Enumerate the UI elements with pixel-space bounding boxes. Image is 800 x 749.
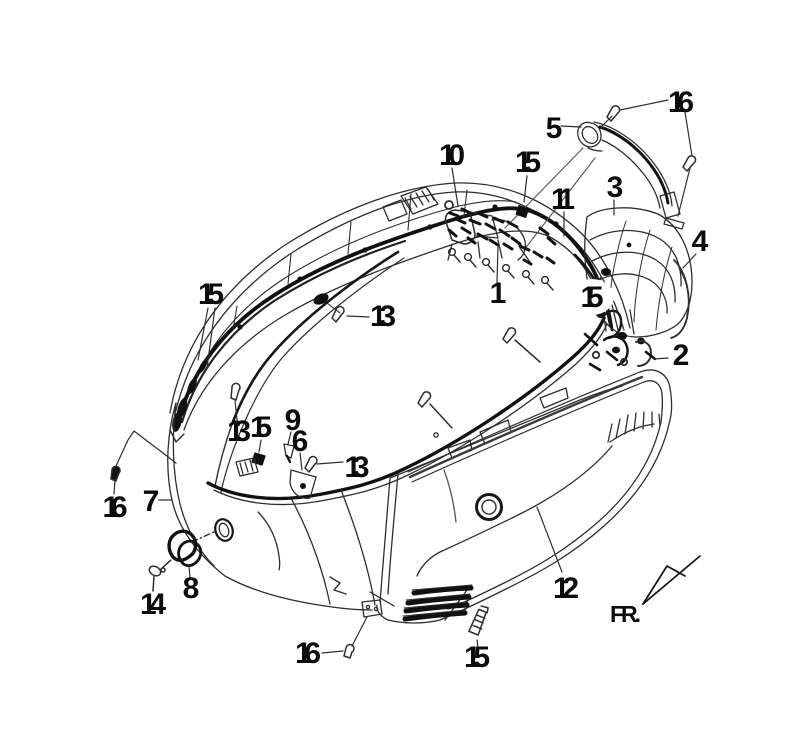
svg-text:8: 8	[183, 572, 200, 605]
svg-text:13: 13	[345, 451, 370, 484]
svg-text:5: 5	[546, 112, 563, 145]
svg-text:15: 15	[250, 411, 272, 444]
svg-text:3: 3	[607, 171, 624, 204]
svg-text:4: 4	[692, 225, 709, 258]
svg-text:13: 13	[227, 415, 251, 448]
svg-text:15: 15	[198, 278, 224, 311]
svg-text:15: 15	[464, 641, 490, 674]
svg-text:16: 16	[295, 637, 321, 670]
svg-text:9: 9	[285, 404, 302, 437]
svg-text:10: 10	[439, 139, 465, 172]
svg-text:2: 2	[673, 339, 690, 372]
svg-text:7: 7	[143, 485, 160, 518]
svg-text:14: 14	[140, 588, 166, 621]
svg-text:15: 15	[581, 281, 604, 314]
svg-text:16: 16	[103, 491, 128, 524]
svg-text:11: 11	[551, 183, 575, 216]
svg-text:6: 6	[292, 425, 309, 458]
svg-text:12: 12	[553, 572, 579, 605]
svg-text:15: 15	[515, 146, 541, 179]
svg-text:13: 13	[370, 300, 396, 333]
svg-text:1: 1	[490, 277, 507, 310]
svg-text:FR.: FR.	[610, 601, 641, 627]
svg-text:16: 16	[668, 86, 694, 119]
